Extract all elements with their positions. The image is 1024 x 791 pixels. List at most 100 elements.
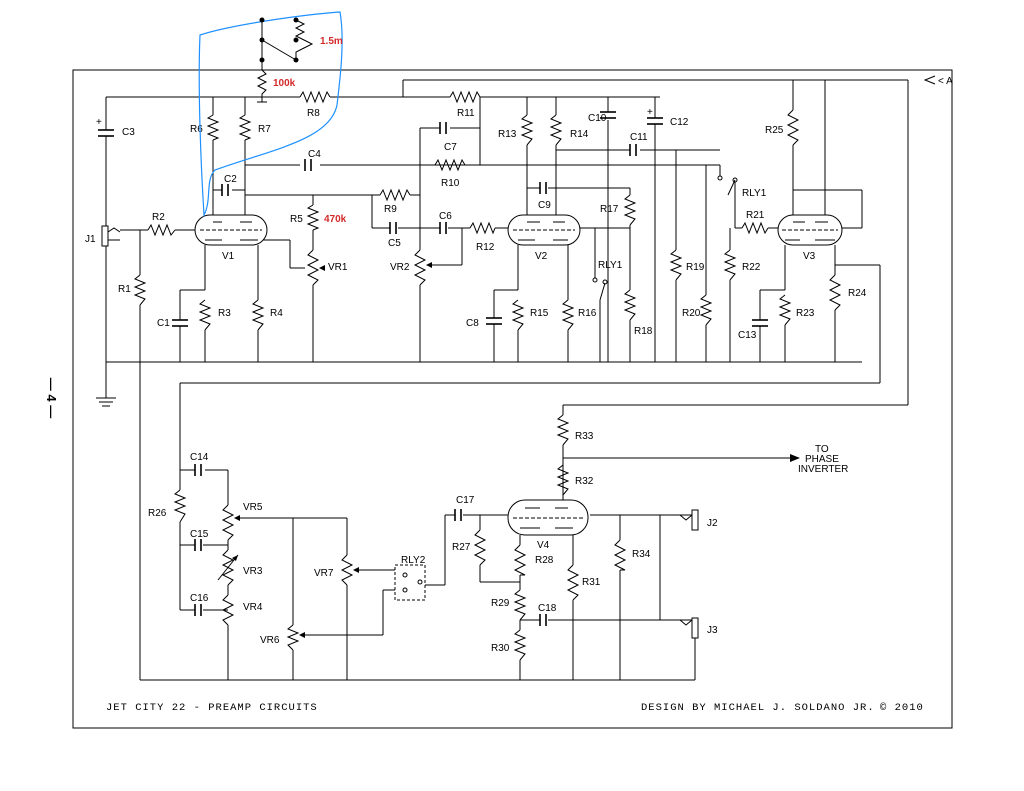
label-r22: R22 — [742, 262, 761, 273]
label-r20: R20 — [682, 308, 701, 319]
handwritten-modification — [198, 11, 343, 218]
label-r31: R31 — [582, 577, 601, 588]
label-r12: R12 — [476, 242, 495, 253]
tube-v4 — [507, 499, 589, 536]
handwritten-switch — [256, 17, 314, 103]
label-r2: R2 — [152, 212, 165, 223]
label-connector-a: < A — [938, 76, 953, 87]
label-vr5: VR5 — [243, 502, 263, 513]
page-frame — [72, 69, 953, 729]
label-r26: R26 — [148, 508, 167, 519]
label-r18: R18 — [634, 326, 653, 337]
label-r27: R27 — [452, 542, 471, 553]
label-c9: C9 — [538, 200, 551, 211]
copyright: © 2010 — [880, 702, 924, 714]
jack-symbols — [101, 225, 699, 639]
label-r1: R1 — [118, 284, 131, 295]
bottom-wiring — [140, 445, 790, 681]
label-r28: R28 — [535, 555, 554, 566]
label-c4: C4 — [308, 149, 321, 160]
label-vr4: VR4 — [243, 602, 263, 613]
label-c11: C11 — [630, 132, 648, 143]
label-c18: C18 — [538, 603, 557, 614]
label-c8: C8 — [466, 318, 479, 329]
phase-inverter-line-2: PHASE — [805, 454, 839, 465]
label-c7: C7 — [444, 142, 457, 153]
label-c12: C12 — [670, 117, 689, 128]
label-vr7: VR7 — [314, 568, 334, 579]
relay-symbols — [394, 175, 738, 601]
annotation-470k: 470k — [324, 214, 347, 225]
capacitor-symbols — [98, 111, 768, 626]
label-j1: J1 — [85, 234, 96, 245]
annotation-100k: 100k — [273, 78, 296, 89]
label-r3: R3 — [218, 308, 231, 319]
annotation-1-5m: 1.5m — [320, 36, 343, 47]
label-r13: R13 — [498, 129, 517, 140]
svg-text:+: + — [96, 117, 102, 128]
phase-inverter-line-3: INVERTER — [798, 464, 848, 475]
pot-wipers — [217, 262, 432, 638]
label-r24: R24 — [848, 288, 867, 299]
label-r30: R30 — [491, 643, 510, 654]
svg-text:+: + — [647, 107, 653, 118]
label-v1: V1 — [222, 251, 235, 262]
label-r34: R34 — [632, 549, 651, 560]
label-r17: R17 — [600, 204, 619, 215]
label-r10: R10 — [441, 178, 460, 189]
page-number: — 4 — — [44, 378, 59, 418]
label-r9: R9 — [384, 204, 397, 215]
label-vr1: VR1 — [328, 262, 348, 273]
label-r7: R7 — [258, 124, 271, 135]
label-r19: R19 — [686, 262, 705, 273]
label-v4: V4 — [537, 540, 550, 551]
label-rly1-mid: RLY1 — [598, 260, 623, 271]
label-r21: R21 — [746, 210, 765, 221]
label-r14: R14 — [570, 129, 589, 140]
label-vr2: VR2 — [390, 262, 410, 273]
label-rly2: RLY2 — [401, 555, 426, 566]
arrow-to-phase-inverter — [790, 454, 800, 462]
label-c14: C14 — [190, 452, 209, 463]
label-r32: R32 — [575, 476, 594, 487]
resistor-symbols — [133, 90, 842, 661]
label-r23: R23 — [796, 308, 815, 319]
drawing-title: JET CITY 22 - PREAMP CIRCUITS — [106, 702, 318, 714]
label-rly1-right: RLY1 — [742, 188, 767, 199]
label-c5: C5 — [388, 238, 401, 249]
label-r5: R5 — [290, 214, 303, 225]
polarity-marks: + + — [96, 107, 653, 128]
label-c1: C1 — [157, 318, 170, 329]
label-r25: R25 — [765, 125, 784, 136]
label-v3: V3 — [803, 251, 816, 262]
label-c6: C6 — [439, 211, 452, 222]
label-c16: C16 — [190, 593, 209, 604]
designer-credit: DESIGN BY MICHAEL J. SOLDANO JR. — [641, 702, 875, 714]
label-j3: J3 — [707, 625, 718, 636]
label-r16: R16 — [578, 308, 597, 319]
label-r8: R8 — [307, 108, 320, 119]
label-j2: J2 — [707, 518, 718, 529]
label-c3: C3 — [122, 127, 135, 138]
label-vr3: VR3 — [243, 566, 263, 577]
label-c2: C2 — [224, 174, 237, 185]
phase-inverter-line-1: TO — [815, 444, 829, 455]
label-r11: R11 — [457, 108, 475, 119]
tube-symbols — [194, 214, 843, 536]
component-labels: C3 R6 R7 R8 R11 C4 C2 C7 R10 R9 R5 C5 C6… — [85, 76, 953, 654]
connector-a-arrow — [923, 75, 936, 85]
label-c13: C13 — [738, 330, 757, 341]
label-c15: C15 — [190, 529, 209, 540]
label-v2: V2 — [535, 251, 548, 262]
annotation-labels: 1.5m 100k 470k — [273, 36, 347, 225]
label-r6: R6 — [190, 124, 203, 135]
label-r29: R29 — [491, 598, 510, 609]
label-r33: R33 — [575, 431, 594, 442]
label-r15: R15 — [530, 308, 549, 319]
label-c17: C17 — [456, 495, 475, 506]
label-r4: R4 — [270, 308, 283, 319]
label-c10: C10 — [588, 113, 607, 124]
top-wiring — [96, 79, 909, 680]
label-vr6: VR6 — [260, 635, 280, 646]
